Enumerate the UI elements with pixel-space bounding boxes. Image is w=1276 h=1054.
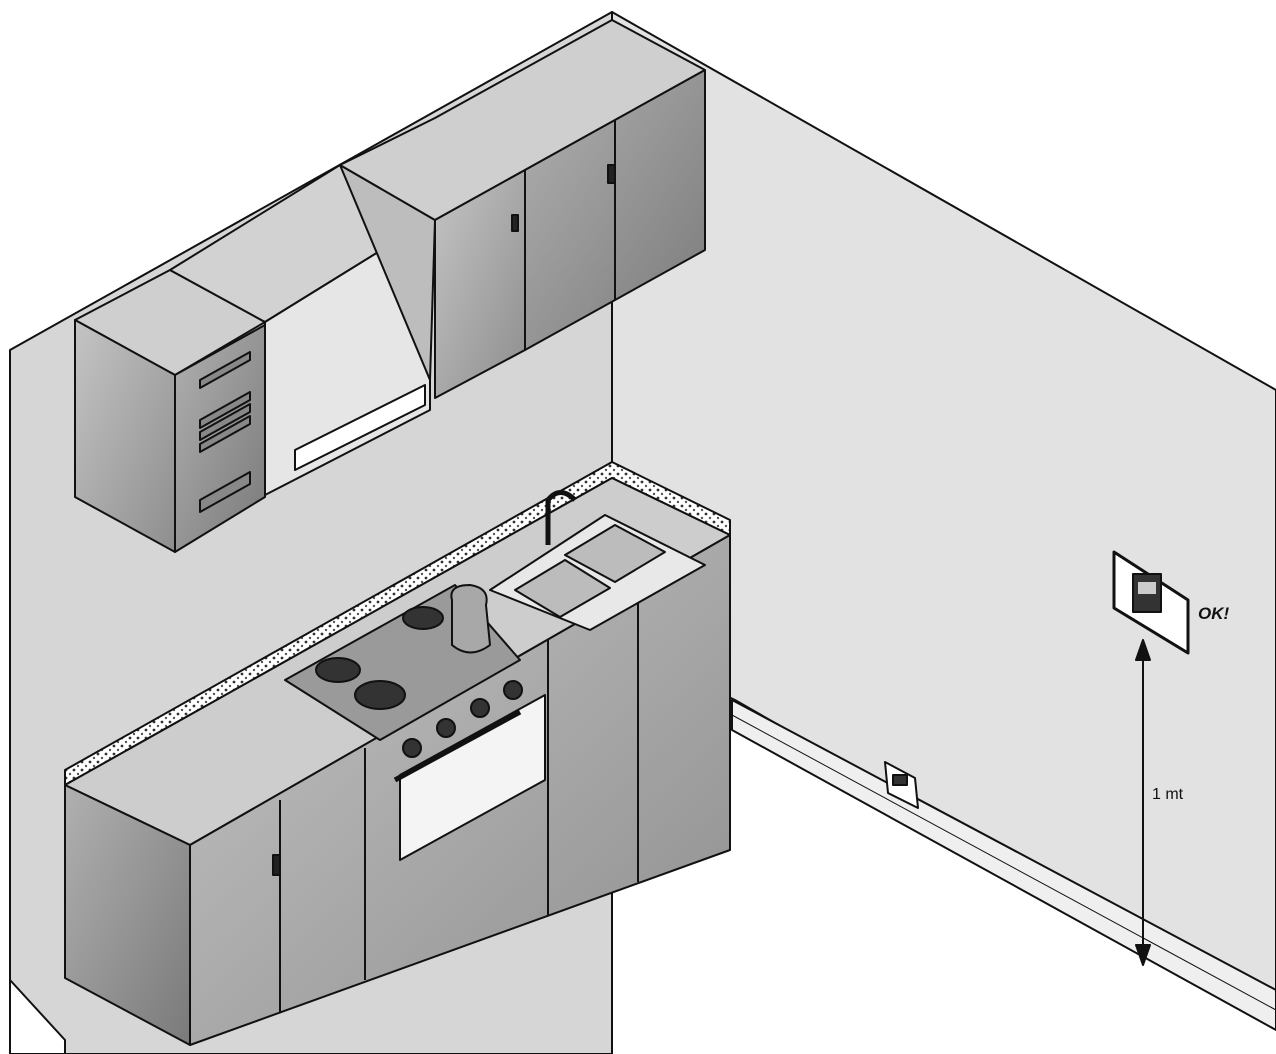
distance-label: 1 mt <box>1152 786 1184 803</box>
burners <box>315 606 444 710</box>
cabinet-handle <box>511 214 519 232</box>
faucet <box>545 490 577 545</box>
dimension-arrow-icon <box>1135 639 1151 966</box>
cabinet-handle <box>272 854 281 876</box>
oven-knobs <box>402 680 523 758</box>
wall-device-icon <box>1112 550 1190 655</box>
wall-socket-icon <box>884 761 919 809</box>
hood-body <box>264 219 431 496</box>
ok-label: OK! <box>1198 604 1230 623</box>
vent-slots <box>199 351 251 513</box>
cabinet-handle <box>607 164 616 184</box>
oven-door <box>399 694 546 861</box>
hood-strip <box>294 384 426 471</box>
jug <box>450 584 491 654</box>
floor-left <box>9 979 66 1054</box>
